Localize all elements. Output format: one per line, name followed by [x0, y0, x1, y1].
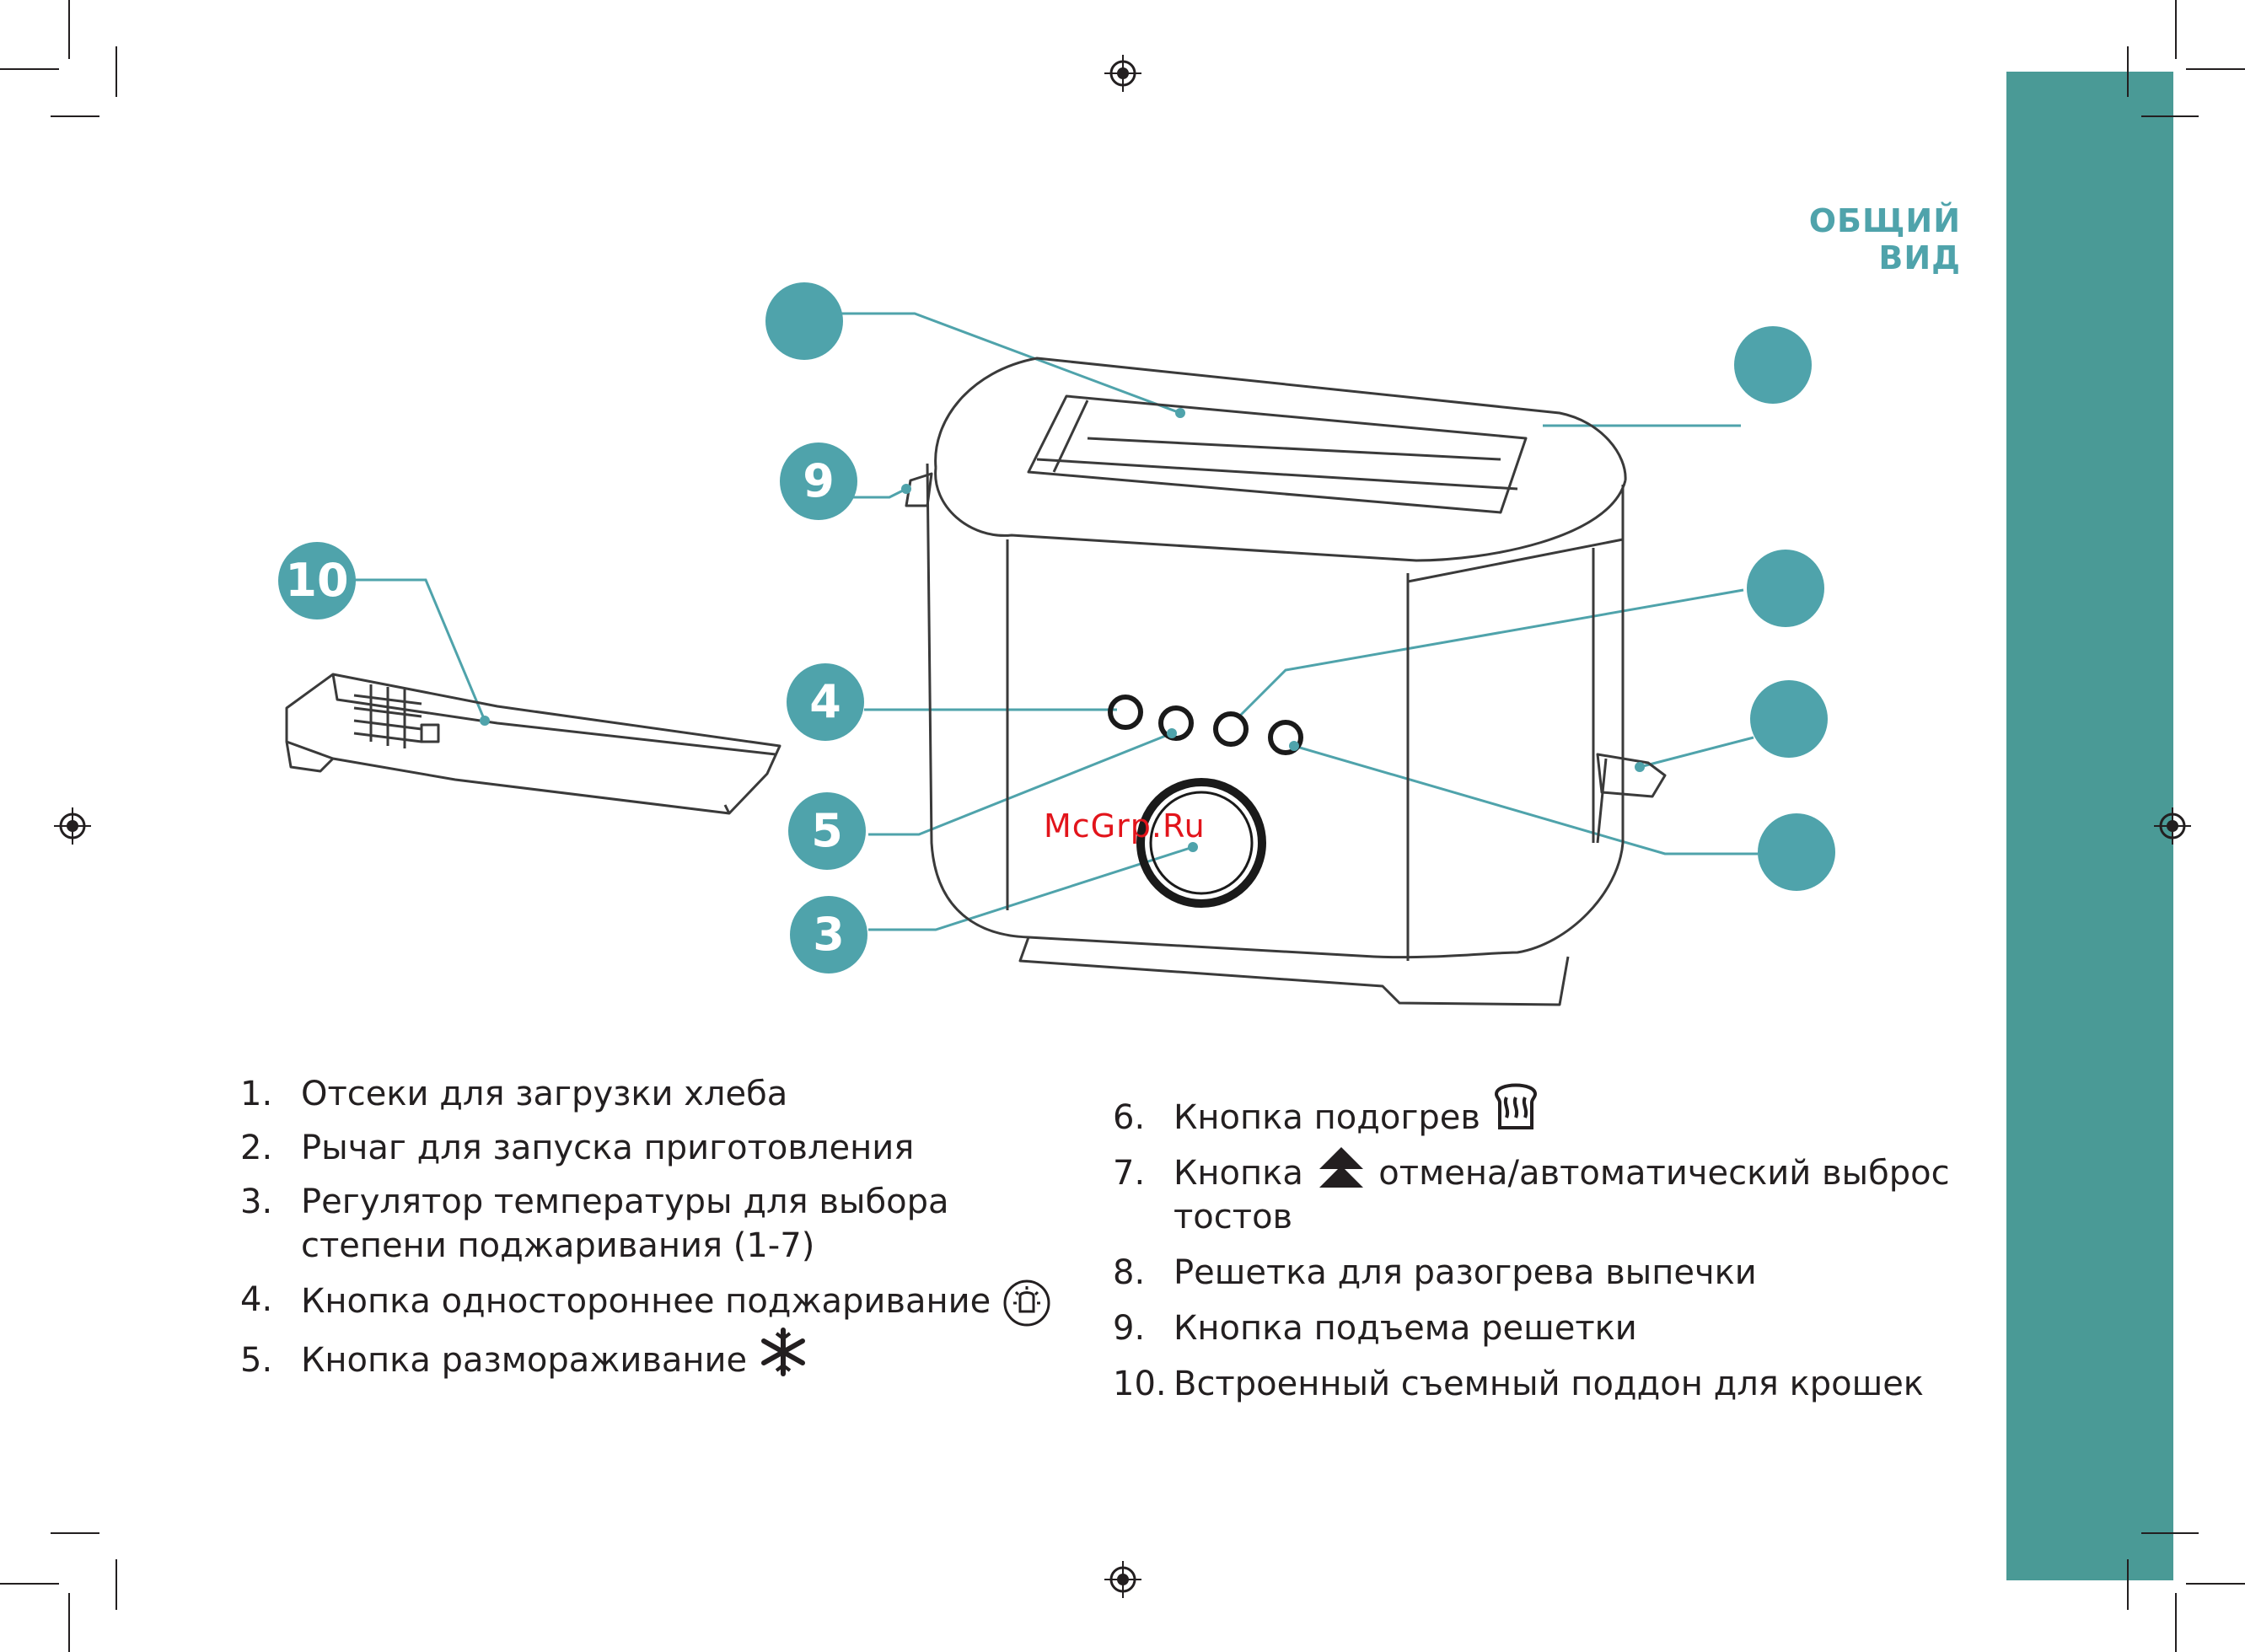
legend-item: 3. Регулятор температуры для выбора степ… — [240, 1180, 1093, 1268]
registration-mark-icon — [1104, 55, 1141, 92]
callout-badge-8 — [1747, 550, 1824, 627]
section-title: ОБЩИЙ ВИД — [1808, 202, 1961, 276]
legend-item: 4. Кнопка одностороннее поджаривание — [240, 1278, 1083, 1328]
legend-item: 5. Кнопка размораживание — [240, 1328, 1083, 1382]
toaster-body — [905, 357, 1667, 1006]
legend-item-text: отмена/автоматический выброс тостов — [1174, 1154, 1950, 1236]
one-side-toast-icon — [1003, 1279, 1050, 1327]
control-buttons — [1108, 695, 1303, 908]
legend-item: 8. Решетка для разогрева выпечки — [1113, 1251, 1998, 1295]
parts-legend-right: 6. Кнопка подогрев 7. Кнопка отмена/авто… — [1113, 1083, 1998, 1418]
side-color-band — [2006, 72, 2173, 1580]
callout-badge-10: 10 — [278, 542, 356, 620]
legend-item: 2. Рычаг для запуска приготовления — [240, 1126, 1083, 1170]
legend-item-text: Кнопка размораживание — [301, 1341, 748, 1380]
snowflake-icon — [760, 1328, 805, 1376]
callout-badge-7 — [1750, 680, 1828, 758]
legend-item-number: 10. — [1113, 1365, 1167, 1403]
legend-item-number: 2. — [240, 1129, 273, 1167]
legend-item: 1. Отсеки для загрузки хлеба — [240, 1072, 1083, 1116]
parts-legend-left: 1. Отсеки для загрузки хлеба 2. Рычаг дл… — [240, 1072, 1083, 1392]
callout-badge-9: 9 — [780, 442, 857, 520]
legend-item-number: 3. — [240, 1183, 273, 1221]
legend-item-number: 6. — [1113, 1098, 1146, 1137]
eject-icon — [1319, 1147, 1363, 1188]
legend-item-number: 8. — [1113, 1253, 1146, 1292]
leader-endpoints — [480, 408, 1645, 852]
legend-item: 7. Кнопка отмена/автоматический выброс т… — [1113, 1147, 1998, 1239]
legend-item-number: 1. — [240, 1075, 273, 1113]
reheat-icon — [1494, 1083, 1537, 1129]
callout-badge-4: 4 — [787, 663, 864, 741]
watermark: McGrp.Ru — [1044, 807, 1206, 845]
legend-item-number: 9. — [1113, 1309, 1146, 1348]
legend-item-text: Встроенный съемный поддон для крошек — [1174, 1365, 1924, 1403]
legend-item-text: Кнопка подъема решетки — [1174, 1309, 1637, 1348]
legend-item-text: Рычаг для запуска приготовления — [301, 1129, 915, 1167]
leader-lines — [354, 312, 1758, 931]
legend-item-number: 4. — [240, 1280, 273, 1319]
legend-item-text: Решетка для разогрева выпечки — [1174, 1253, 1757, 1292]
legend-item: 10. Встроенный съемный поддон для крошек — [1113, 1362, 1998, 1406]
crumb-tray — [285, 673, 781, 815]
legend-item-number: 7. — [1113, 1154, 1146, 1193]
callout-badge-3: 3 — [790, 896, 867, 974]
callout-badge-6 — [1758, 813, 1835, 891]
callout-badge-1 — [765, 282, 843, 360]
registration-mark-icon — [1104, 1561, 1141, 1598]
legend-item-text: Кнопка — [1174, 1154, 1303, 1193]
legend-item-text: Кнопка одностороннее поджаривание — [301, 1282, 991, 1321]
registration-mark-icon — [2154, 807, 2191, 845]
legend-item-text: Отсеки для загрузки хлеба — [301, 1075, 788, 1113]
callout-badge-2 — [1734, 326, 1812, 404]
legend-item-text: Регулятор температуры для выбора степени… — [301, 1183, 949, 1265]
legend-item-number: 5. — [240, 1341, 273, 1380]
registration-mark-icon — [54, 807, 91, 845]
legend-item-text: Кнопка подогрев — [1174, 1098, 1480, 1137]
legend-item: 6. Кнопка подогрев — [1113, 1083, 1998, 1140]
callout-badge-5: 5 — [788, 792, 866, 870]
legend-item: 9. Кнопка подъема решетки — [1113, 1306, 1998, 1350]
